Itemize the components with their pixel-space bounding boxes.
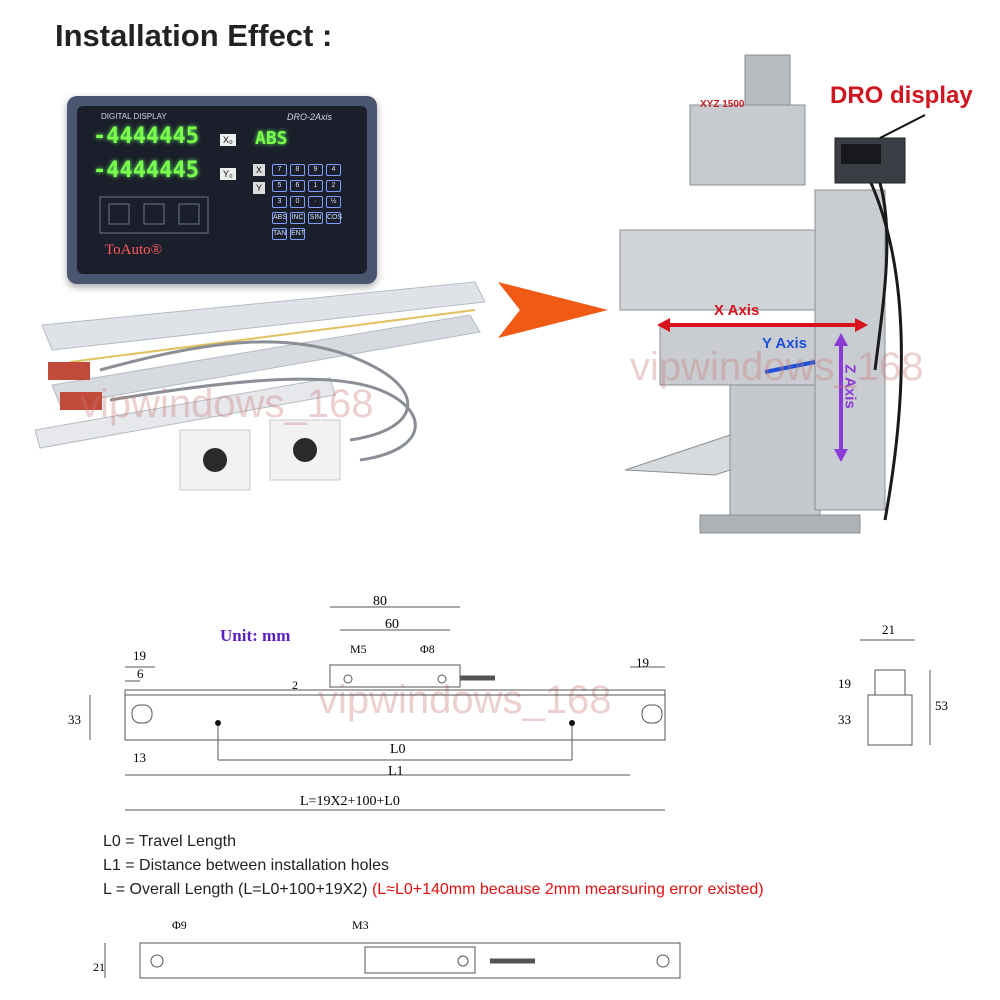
legend-line-3-text: L = Overall Length (L=L0+100+19X2) xyxy=(103,881,368,898)
side-dim-53: 53 xyxy=(935,698,948,713)
bottom-dim-phi9: Φ9 xyxy=(172,918,187,932)
dro-header-label: DIGITAL DISPLAY xyxy=(101,112,167,121)
side-dim-33: 33 xyxy=(838,712,851,727)
bottom-dim-21: 21 xyxy=(93,960,105,974)
dim-19-left: 19 xyxy=(133,648,146,663)
y-readout: -4444445 xyxy=(93,158,199,183)
axis-schematic-icon xyxy=(99,196,209,234)
y-axis-label: Y Axis xyxy=(762,335,808,352)
side-dim-19: 19 xyxy=(838,676,851,691)
watermark: vipwindows_168 xyxy=(318,678,612,722)
dro-panel-face: DIGITAL DISPLAY DRO-2Axis -4444445 -4444… xyxy=(77,106,367,274)
keypad-key[interactable]: · xyxy=(308,196,323,208)
keypad-key[interactable]: 1 xyxy=(308,180,323,192)
dim-l0: L0 xyxy=(390,742,406,757)
machine-badge: XYZ 1500 xyxy=(700,99,745,110)
milling-machine-illustration xyxy=(619,54,926,534)
dim-33: 33 xyxy=(68,712,81,727)
axis-y-key[interactable]: Y xyxy=(253,182,266,194)
axis-x-key[interactable]: X xyxy=(253,164,266,176)
keypad-key[interactable]: 4 xyxy=(326,164,341,176)
y-axis-button[interactable]: Y₀ xyxy=(220,168,236,180)
legend-line-2: L1 = Distance between installation holes xyxy=(103,857,389,874)
dim-2: 2 xyxy=(292,678,298,692)
keypad-key[interactable]: INC xyxy=(290,212,305,224)
dro-panel: DIGITAL DISPLAY DRO-2Axis -4444445 -4444… xyxy=(67,96,377,284)
brand-logo: ToAuto® xyxy=(105,242,163,258)
x-readout: -4444445 xyxy=(93,124,199,149)
keypad-key[interactable]: SIN xyxy=(308,212,323,224)
keypad-key[interactable]: 3 xyxy=(272,196,287,208)
dim-19-right: 19 xyxy=(636,655,649,670)
page-title: Installation Effect : xyxy=(55,18,333,53)
dim-60: 60 xyxy=(385,617,399,632)
arrow-right-icon xyxy=(498,282,608,338)
keypad-key[interactable]: ½ xyxy=(326,196,341,208)
dro-model-label: DRO-2Axis xyxy=(287,112,333,122)
keypad-key[interactable]: COS xyxy=(326,212,342,224)
dim-phi8: Φ8 xyxy=(420,642,435,656)
legend-line-1: L0 = Travel Length xyxy=(103,833,236,850)
bottom-dim-m3: M3 xyxy=(352,918,369,932)
keypad-key[interactable]: 5 xyxy=(272,180,287,192)
watermark: vipwindows_168 xyxy=(80,382,374,426)
dro-display-callout: DRO display xyxy=(830,82,973,109)
dim-13: 13 xyxy=(133,750,146,765)
x-axis-button[interactable]: X₀ xyxy=(220,134,236,146)
side-dim-21: 21 xyxy=(882,622,895,637)
dim-l1: L1 xyxy=(388,764,404,779)
bottom-scale-drawing xyxy=(104,942,681,979)
dim-6: 6 xyxy=(137,666,144,681)
keypad-key[interactable]: 6 xyxy=(290,180,305,192)
keypad-key[interactable]: 0 xyxy=(290,196,305,208)
keypad-key[interactable]: ABS xyxy=(272,212,287,224)
keypad-key[interactable]: 8 xyxy=(290,164,305,176)
legend-line-3-note: (L≈L0+140mm because 2mm mearsuring error… xyxy=(371,881,764,898)
keypad-key[interactable]: TAN xyxy=(272,228,287,240)
keypad-key[interactable]: 2 xyxy=(326,180,341,192)
dim-m5: M5 xyxy=(350,642,367,656)
x-axis-label: X Axis xyxy=(714,302,760,319)
unit-label: Unit: mm xyxy=(220,626,291,645)
dim-l-formula: L=19X2+100+L0 xyxy=(300,794,400,809)
dim-80: 80 xyxy=(373,594,387,609)
mode-readout: ABS xyxy=(255,128,288,149)
keypad-key[interactable]: 9 xyxy=(308,164,323,176)
keypad-key[interactable]: 7 xyxy=(272,164,287,176)
watermark: vipwindows_168 xyxy=(630,345,924,389)
scale-kit-illustration xyxy=(34,281,486,491)
legend-line-3: L = Overall Length (L=L0+100+19X2) (L≈L0… xyxy=(103,881,764,899)
keypad-key[interactable]: ENT xyxy=(290,228,305,240)
scale-dimension-drawing xyxy=(89,606,931,811)
